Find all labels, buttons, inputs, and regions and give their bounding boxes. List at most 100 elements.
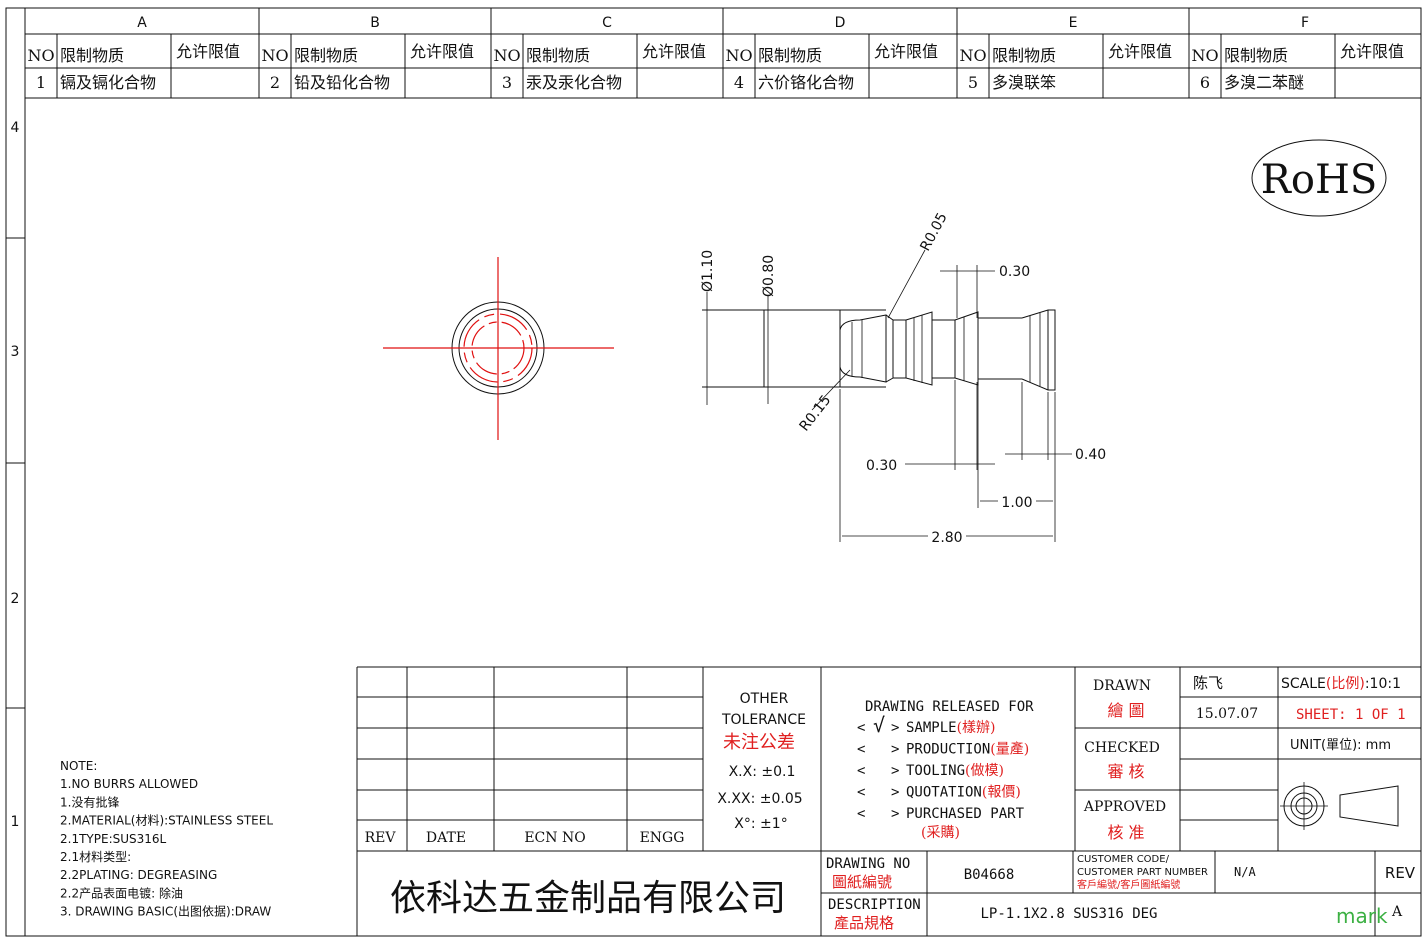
zone-col-d: D — [835, 15, 846, 31]
substance-no-header: NO — [261, 46, 288, 65]
release-option-label-cn: (做模) — [965, 763, 1004, 779]
release-option: <>PURCHASED PART(采購) — [857, 806, 1025, 841]
dim-radius-bottom: R0.15 — [797, 392, 835, 434]
release-option: < > PRODUCTION(量產) — [857, 741, 1029, 758]
release-block: DRAWING RELEASED FOR < √ > SAMPLE(樣辦) < > PROD… — [857, 699, 1034, 841]
dim-length-1: 1.00 — [1001, 495, 1032, 511]
release-option-label: PURCHASED PART — [906, 806, 1025, 822]
drawing-no-value: B04668 — [964, 867, 1015, 883]
release-option-label-cn: (量產) — [990, 741, 1029, 758]
rohs-logo: RoHS — [1251, 139, 1387, 217]
company-name: 依科达五金制品有限公司 — [390, 878, 786, 919]
watermark: mark — [1336, 904, 1388, 928]
release-option-label: PRODUCTION — [906, 742, 990, 758]
note-line: 1.NO BURRS ALLOWED — [60, 777, 198, 791]
substance-name-header: 限制物质 — [60, 46, 124, 65]
substance-no: 3 — [502, 73, 512, 92]
release-option-label-cn: (樣辦) — [957, 719, 996, 736]
note-line: 2.MATERIAL(材料):STAINLESS STEEL — [60, 814, 273, 828]
substance-no-header: NO — [725, 46, 752, 65]
substance-name: 多溴联笨 — [992, 73, 1056, 92]
description-label: DESCRIPTION — [828, 897, 921, 913]
substance-name-header: 限制物质 — [1224, 46, 1288, 65]
zone-column-labels: A B C D E F — [137, 15, 1309, 31]
drawn-by: 陈飞 — [1193, 674, 1223, 692]
note-line: 1.没有批锋 — [60, 794, 119, 809]
scale-label-cn: (比例) — [1326, 676, 1365, 692]
substance-name-header: 限制物质 — [992, 46, 1056, 65]
zone-row-3: 3 — [11, 344, 20, 360]
release-option-label: SAMPLE — [906, 720, 957, 736]
checked-label-cn: 審 核 — [1107, 762, 1144, 781]
approved-label: APPROVED — [1083, 799, 1166, 815]
substance-name: 镉及镉化合物 — [60, 73, 156, 92]
substance-limit-header: 允许限值 — [874, 42, 938, 61]
dim-tip: 0.40 — [1075, 447, 1106, 463]
dim-length-total: 2.80 — [931, 530, 962, 546]
zone-col-e: E — [1069, 15, 1078, 31]
release-option: <>QUOTATION(報價) — [857, 784, 1021, 801]
scale-label: SCALE — [1281, 676, 1326, 692]
zone-col-c: C — [602, 15, 612, 31]
revision-table: REV DATE ECN NO ENGG — [365, 830, 685, 846]
substance-limit-header: 允许限值 — [1340, 42, 1404, 61]
substance-name: 多溴二苯醚 — [1224, 73, 1304, 92]
drawing-no-label-cn: 圖紙編號 — [832, 873, 892, 891]
signoff-block: DRAWN 繪 圖 陈飞 15.07.07 CHECKED 審 核 APPROV… — [1083, 674, 1258, 842]
release-bracket-open: < — [857, 763, 865, 779]
description-label-cn: 產品規格 — [834, 914, 894, 932]
note-line: 2.1TYPE:SUS316L — [60, 832, 167, 846]
customer-code-value: N/A — [1234, 865, 1256, 879]
svg-text:SCALE(比例):10:1: SCALE(比例):10:1 — [1281, 676, 1401, 692]
release-title: DRAWING RELEASED FOR — [865, 699, 1034, 715]
substance-no: 4 — [734, 73, 744, 92]
sheet-frame — [5, 7, 1422, 937]
substance-no: 1 — [36, 73, 46, 92]
ecn-header: ECN NO — [524, 830, 585, 846]
substance-no: 5 — [968, 73, 978, 92]
rev-header: REV — [365, 830, 397, 846]
release-bracket-open: < — [857, 742, 865, 758]
checked-label: CHECKED — [1084, 740, 1160, 756]
release-check-mark: √ — [873, 713, 885, 737]
release-bracket-close: > — [891, 720, 899, 736]
substance-no-header: NO — [493, 46, 520, 65]
drawn-label: DRAWN — [1093, 678, 1151, 694]
drawing-number-block: DRAWING NO 圖紙編號 B04668 — [826, 856, 1014, 891]
tolerance-deg: X°: ±1° — [734, 816, 787, 832]
substance-name-header: 限制物质 — [758, 46, 822, 65]
zone-col-b: B — [370, 15, 380, 31]
tolerance-title-2: TOLERANCE — [721, 712, 806, 728]
substance-no-header: NO — [1191, 46, 1218, 65]
substance-name-header: 限制物质 — [294, 46, 358, 65]
rev-label: REV — [1385, 864, 1416, 882]
note-line: 2.1材料类型: — [60, 850, 131, 864]
zone-col-f: F — [1301, 15, 1309, 31]
substance-limit-header: 允许限值 — [642, 42, 706, 61]
rohs-logo-text: RoHS — [1261, 157, 1377, 203]
dim-groove-bottom: 0.30 — [866, 458, 897, 474]
date-header: DATE — [426, 830, 466, 846]
release-option-label: TOOLING — [906, 763, 965, 779]
zone-row-1: 1 — [11, 814, 20, 830]
tolerance-xxx: X.XX: ±0.05 — [717, 791, 802, 807]
description-block: DESCRIPTION 產品規格 LP-1.1X2.8 SUS316 DEG — [828, 897, 1158, 932]
release-bracket-open: < — [857, 785, 865, 801]
drawn-label-cn: 繪 圖 — [1107, 701, 1144, 720]
substance-no-header: NO — [959, 46, 986, 65]
note-line: NOTE: — [60, 759, 97, 773]
end-view — [383, 257, 614, 440]
rev-value: A — [1391, 904, 1403, 920]
substance-name: 汞及汞化合物 — [526, 73, 622, 92]
substance-name: 铅及铅化合物 — [294, 73, 390, 92]
substance-no: 6 — [1200, 73, 1210, 92]
substance-no-header: NO — [27, 46, 54, 65]
zone-col-a: A — [137, 15, 147, 31]
release-bracket-close: > — [891, 742, 899, 758]
release-option-label-cn: (采購) — [921, 825, 960, 841]
release-bracket-open: < — [857, 806, 865, 822]
release-option: <>TOOLING(做模) — [857, 763, 1004, 779]
tolerance-title-1: OTHER — [740, 691, 789, 707]
dim-outer-diameter: Ø1.10 — [700, 250, 716, 292]
